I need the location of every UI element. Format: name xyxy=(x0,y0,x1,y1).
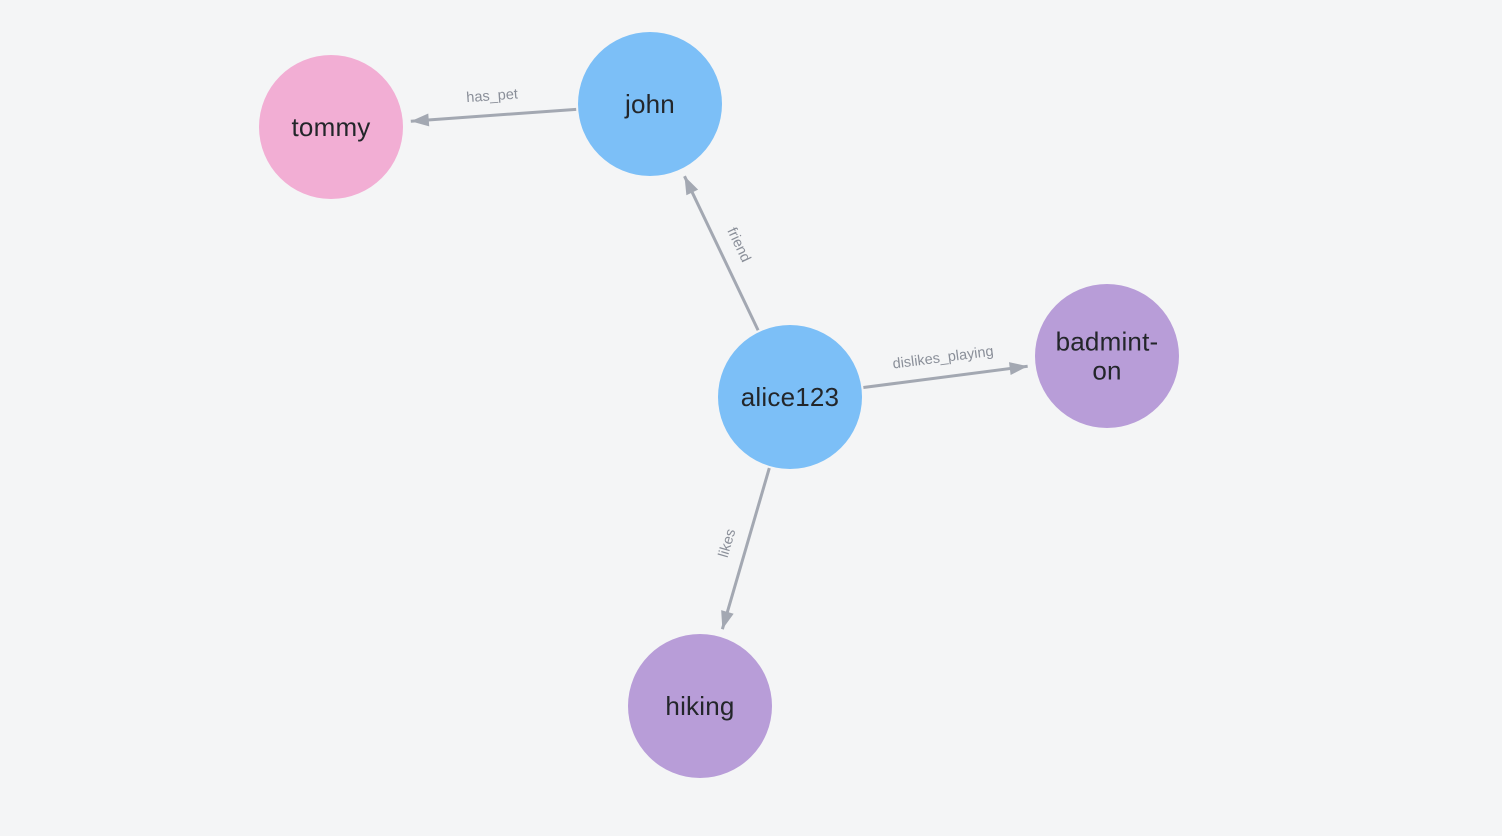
node-badminton[interactable]: badmint-on xyxy=(1035,284,1179,428)
relationship-label-has_pet[interactable]: has_pet xyxy=(466,86,519,106)
node-circle-hiking[interactable] xyxy=(628,634,772,778)
node-john[interactable]: john xyxy=(578,32,722,176)
relationship-line-friend[interactable] xyxy=(683,175,760,331)
relationship-line-dislikes_playing[interactable] xyxy=(863,362,1028,389)
node-alice123[interactable]: alice123 xyxy=(718,325,862,469)
relationship-line-has_pet[interactable] xyxy=(410,107,577,127)
relationship-label-likes[interactable]: likes xyxy=(716,527,739,559)
relationship-line-likes[interactable] xyxy=(720,467,771,630)
node-hiking[interactable]: hiking xyxy=(628,634,772,778)
relationship-label-dislikes_playing[interactable]: dislikes_playing xyxy=(892,344,995,373)
node-circle-alice123[interactable] xyxy=(718,325,862,469)
node-tommy[interactable]: tommy xyxy=(259,55,403,199)
nodes-layer: tommy john alice123 badmint-on hiking xyxy=(259,32,1179,778)
edge-has_pet[interactable]: has_pet xyxy=(410,86,577,127)
edge-likes[interactable]: likes xyxy=(716,467,771,630)
node-circle-john[interactable] xyxy=(578,32,722,176)
edge-friend[interactable]: friend xyxy=(683,175,760,331)
relationship-label-friend[interactable]: friend xyxy=(723,225,753,265)
node-circle-badminton[interactable] xyxy=(1035,284,1179,428)
node-circle-tommy[interactable] xyxy=(259,55,403,199)
edge-dislikes_playing[interactable]: dislikes_playing xyxy=(863,344,1028,389)
